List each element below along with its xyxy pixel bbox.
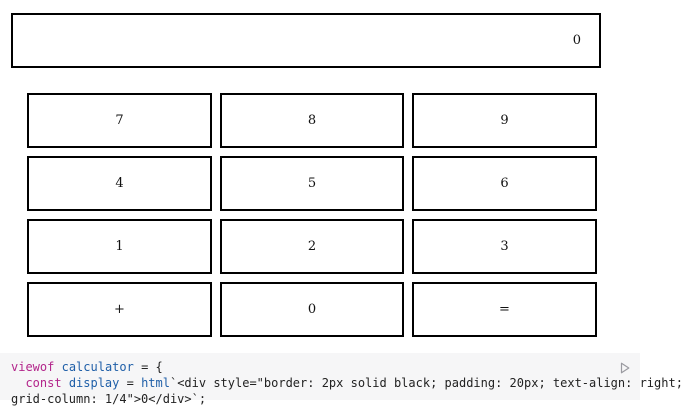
code-indent bbox=[11, 376, 25, 390]
key-6[interactable]: 6 bbox=[412, 156, 597, 211]
code-text: = { bbox=[133, 360, 163, 374]
code-text: = bbox=[119, 376, 142, 390]
code-name-display: display bbox=[68, 376, 120, 390]
key-7[interactable]: 7 bbox=[27, 93, 212, 148]
key-0[interactable]: 0 bbox=[220, 282, 404, 337]
play-icon[interactable] bbox=[620, 362, 630, 374]
code-name-calculator: calculator bbox=[61, 360, 134, 374]
key-4[interactable]: 4 bbox=[27, 156, 212, 211]
display-value: 0 bbox=[572, 33, 581, 48]
code-keyword-viewof: viewof bbox=[11, 360, 55, 374]
code-cell[interactable]: viewof calculator = { const display = ht… bbox=[0, 353, 683, 406]
code-fn-html: html bbox=[141, 376, 170, 390]
key-3[interactable]: 3 bbox=[412, 219, 597, 274]
calculator-keypad: 7 8 9 4 5 6 1 2 3 + 0 = bbox=[27, 93, 597, 337]
calculator-display: 0 bbox=[11, 13, 601, 68]
code-keyword-const: const bbox=[25, 376, 62, 390]
key-equals[interactable]: = bbox=[412, 282, 597, 337]
code-text: grid-column: 1/4">0</div>`; bbox=[11, 392, 207, 406]
key-5[interactable]: 5 bbox=[220, 156, 404, 211]
key-plus[interactable]: + bbox=[27, 282, 212, 337]
key-8[interactable]: 8 bbox=[220, 93, 404, 148]
key-1[interactable]: 1 bbox=[27, 219, 212, 274]
key-9[interactable]: 9 bbox=[412, 93, 597, 148]
code-text: `<div style="border: 2px solid black; pa… bbox=[169, 376, 683, 390]
key-2[interactable]: 2 bbox=[220, 219, 404, 274]
code-editor[interactable]: viewof calculator = { const display = ht… bbox=[11, 359, 683, 407]
